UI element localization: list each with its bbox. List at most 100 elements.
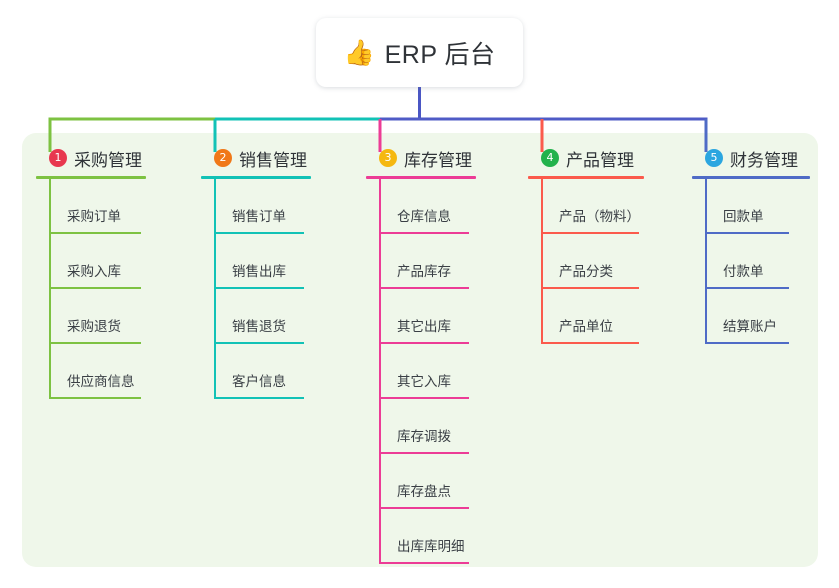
branch-item-list: 产品（物料） 产品分类产品单位 (528, 179, 644, 344)
branch-item-rule (379, 452, 469, 454)
branch-number-badge: 3 (379, 149, 397, 167)
branch-item-rule (541, 232, 639, 234)
branch-item-rule (705, 287, 789, 289)
branch-item-rule (379, 287, 469, 289)
branch-item-label: 产品分类 (559, 264, 613, 279)
branch-item-label: 客户信息 (232, 374, 286, 389)
branch-item-label: 结算账户 (723, 319, 777, 334)
branch-item-rule (705, 232, 789, 234)
branch-item-label: 销售出库 (232, 264, 286, 279)
branch-item-label: 仓库信息 (397, 209, 451, 224)
branch-item-list: 回款单付款单结算账户 (692, 179, 810, 344)
branch-item-label: 库存盘点 (397, 484, 451, 499)
branch-item-rule (49, 232, 141, 234)
branch-item-rule (214, 232, 304, 234)
branch-item-label: 付款单 (723, 264, 764, 279)
branch-item[interactable]: 库存调拨 (366, 399, 476, 454)
branch-title: 库存管理 (404, 150, 472, 170)
branch-item-rule (49, 342, 141, 344)
branch-item-label: 出库库明细 (397, 539, 465, 554)
branch-item[interactable]: 采购订单 (36, 179, 146, 234)
branch-item-label: 产品单位 (559, 319, 613, 334)
branch-number-badge: 5 (705, 149, 723, 167)
branch-header-rule (692, 176, 810, 179)
branch-header-rule (201, 176, 311, 179)
branch-item[interactable]: 供应商信息 (36, 344, 146, 399)
branch-item[interactable]: 仓库信息 (366, 179, 476, 234)
branch-header[interactable]: 4 产品管理 (528, 145, 644, 171)
branch-header[interactable]: 3 库存管理 (366, 145, 476, 171)
branch-item-rule (379, 232, 469, 234)
branch-title: 产品管理 (566, 150, 634, 170)
branch-header[interactable]: 2 销售管理 (201, 145, 311, 171)
branch-item-label: 回款单 (723, 209, 764, 224)
branch-number-badge: 1 (49, 149, 67, 167)
branch-item-label: 产品库存 (397, 264, 451, 279)
branch-item[interactable]: 销售订单 (201, 179, 311, 234)
branch-item-rule (541, 342, 639, 344)
branch-item[interactable]: 付款单 (692, 234, 810, 289)
branch-item-label: 其它出库 (397, 319, 451, 334)
branch-column: 3 库存管理仓库信息产品库存其它出库其它入库库存调拨库存盘点出库库明细 (366, 145, 476, 564)
branch-item-label: 销售订单 (232, 209, 286, 224)
branch-item-list: 采购订单采购入库采购退货供应商信息 (36, 179, 146, 399)
branch-item-label: 其它入库 (397, 374, 451, 389)
branch-item-rule (541, 287, 639, 289)
branch-spine (541, 179, 543, 344)
branch-spine (49, 179, 51, 399)
branch-column: 5 财务管理回款单付款单结算账户 (692, 145, 810, 344)
branch-item-rule (705, 342, 789, 344)
branch-item-list: 仓库信息产品库存其它出库其它入库库存调拨库存盘点出库库明细 (366, 179, 476, 564)
branch-item[interactable]: 产品分类 (528, 234, 644, 289)
branch-spine (705, 179, 707, 344)
branch-item[interactable]: 产品单位 (528, 289, 644, 344)
branch-header-rule (36, 176, 146, 179)
root-label: ERP 后台 (384, 40, 496, 69)
branch-item-rule (379, 342, 469, 344)
branch-item[interactable]: 采购退货 (36, 289, 146, 344)
branch-title: 财务管理 (730, 150, 798, 170)
branch-item-rule (379, 562, 469, 564)
root-node[interactable]: 👍 ERP 后台 (316, 18, 523, 87)
branch-item[interactable]: 其它出库 (366, 289, 476, 344)
branch-header-rule (528, 176, 644, 179)
branch-item[interactable]: 出库库明细 (366, 509, 476, 564)
branch-number-badge: 4 (541, 149, 559, 167)
branch-header-rule (366, 176, 476, 179)
branch-item[interactable]: 回款单 (692, 179, 810, 234)
branch-item-rule (379, 507, 469, 509)
branch-column: 2 销售管理销售订单销售出库销售退货客户信息 (201, 145, 311, 399)
branch-item-label: 采购退货 (67, 319, 121, 334)
branch-item[interactable]: 其它入库 (366, 344, 476, 399)
branch-spine (379, 179, 381, 564)
branch-title: 销售管理 (239, 150, 307, 170)
branch-item-rule (379, 397, 469, 399)
branch-item[interactable]: 销售退货 (201, 289, 311, 344)
branch-item[interactable]: 结算账户 (692, 289, 810, 344)
branch-item[interactable]: 产品（物料） (528, 179, 644, 234)
branch-item[interactable]: 采购入库 (36, 234, 146, 289)
branch-item-rule (214, 287, 304, 289)
branch-item[interactable]: 产品库存 (366, 234, 476, 289)
branch-item-label: 产品（物料） (559, 209, 640, 224)
branch-item-rule (49, 397, 141, 399)
branch-column: 4 产品管理产品（物料） 产品分类产品单位 (528, 145, 644, 344)
branch-item[interactable]: 销售出库 (201, 234, 311, 289)
branch-item-rule (214, 342, 304, 344)
branch-item-label: 采购订单 (67, 209, 121, 224)
branch-item-rule (49, 287, 141, 289)
branch-item-label: 库存调拨 (397, 429, 451, 444)
branch-item[interactable]: 客户信息 (201, 344, 311, 399)
branches-panel (22, 133, 818, 567)
branch-number-badge: 2 (214, 149, 232, 167)
branch-header[interactable]: 5 财务管理 (692, 145, 810, 171)
branch-item[interactable]: 库存盘点 (366, 454, 476, 509)
branch-item-label: 供应商信息 (67, 374, 135, 389)
branch-item-label: 采购入库 (67, 264, 121, 279)
thumbs-up-icon: 👍 (343, 38, 375, 67)
branch-item-label: 销售退货 (232, 319, 286, 334)
branch-spine (214, 179, 216, 399)
